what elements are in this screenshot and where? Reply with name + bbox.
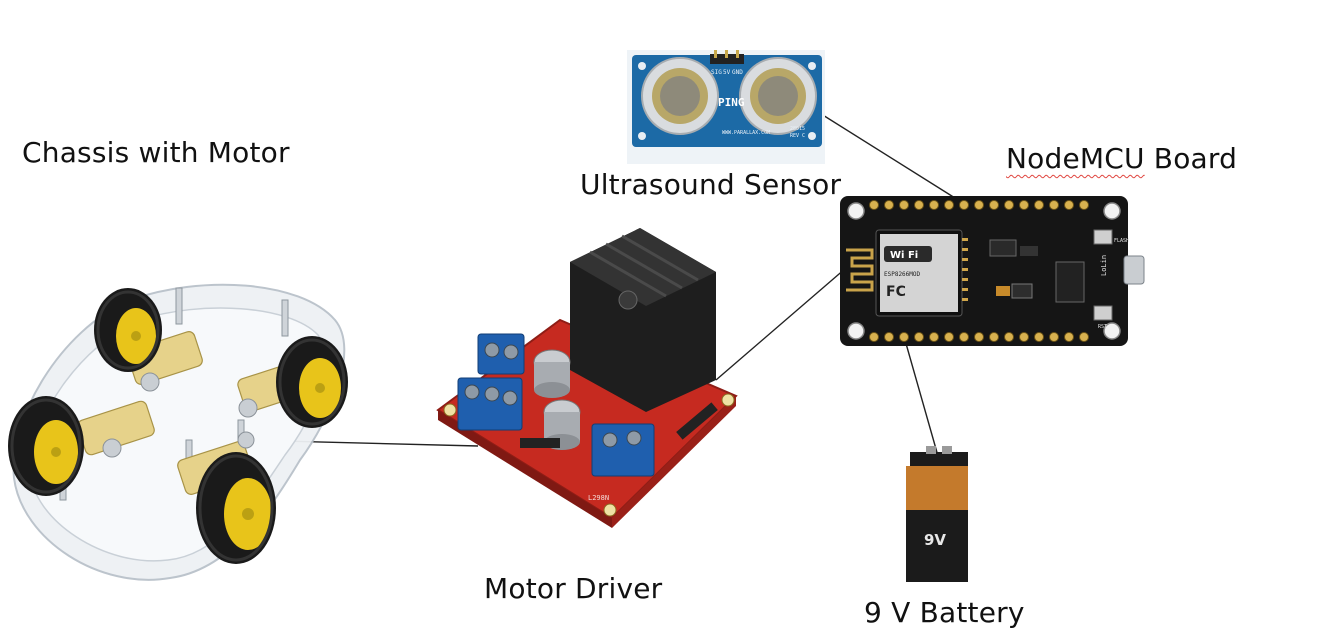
- driver-code-text: L298N: [588, 494, 609, 502]
- label-nodemcu-suffix: Board: [1144, 142, 1238, 175]
- esp-model-text: ESP8266MOD: [884, 271, 921, 278]
- sensor-rev-text: REV C: [790, 133, 805, 139]
- nodemcu-pin-pad: [1064, 200, 1074, 210]
- label-9v-battery: 9 V Battery: [864, 596, 1025, 629]
- motor-driver-image: L298N: [436, 228, 738, 528]
- nodemcu-pin-pad: [989, 332, 999, 342]
- nodemcu-pin-pad: [959, 200, 969, 210]
- nodemcu-board-image: Wi Fi ESP8266MOD FC FLASH RST LoLin: [840, 196, 1145, 346]
- board-brand-label: LoLin: [1100, 255, 1108, 276]
- wire-nodemcu-to-battery: [904, 339, 939, 457]
- sensor-brand-text: PING: [718, 96, 745, 109]
- nodemcu-pin-pad: [1079, 332, 1089, 342]
- ultrasound-sensor-image: SIG 5V GND PING WWW.PARALLAX.COM 28015 R…: [627, 50, 825, 164]
- nodemcu-pin-pad: [974, 200, 984, 210]
- nodemcu-pin-pad: [869, 332, 879, 342]
- battery-voltage-text: 9V: [924, 531, 946, 549]
- driver-heatsink: [570, 228, 716, 412]
- nodemcu-pin-pad: [884, 332, 894, 342]
- board-rst-label: RST: [1098, 324, 1107, 330]
- sensor-part-text: 28015: [790, 126, 805, 132]
- nodemcu-pin-pad: [1034, 200, 1044, 210]
- nodemcu-pin-pad: [1049, 332, 1059, 342]
- label-motor-driver: Motor Driver: [484, 572, 663, 605]
- nodemcu-pin-pad: [884, 200, 894, 210]
- nodemcu-pin-pad: [1034, 332, 1044, 342]
- battery-image: 9V: [906, 446, 968, 582]
- chassis-wheels: [8, 288, 348, 564]
- label-ultrasound-sensor: Ultrasound Sensor: [580, 168, 842, 201]
- label-chassis-with-motor: Chassis with Motor: [22, 136, 290, 169]
- sensor-pin-label-sig: SIG: [711, 69, 722, 76]
- board-flash-label: FLASH: [1114, 238, 1129, 244]
- nodemcu-pin-pad: [929, 332, 939, 342]
- nodemcu-pin-pad: [914, 200, 924, 210]
- label-nodemcu-board: NodeMCU Board: [1006, 142, 1237, 175]
- nodemcu-pin-pad: [929, 200, 939, 210]
- svg-text:FC: FC: [886, 284, 906, 300]
- nodemcu-pin-pad: [959, 332, 969, 342]
- sensor-pin-label-5v: 5V: [723, 69, 731, 76]
- nodemcu-pin-pad: [944, 332, 954, 342]
- nodemcu-pin-pad: [1019, 332, 1029, 342]
- nodemcu-pin-pad: [914, 332, 924, 342]
- nodemcu-pin-pad: [1079, 200, 1089, 210]
- sensor-pin-label-gnd: GND: [732, 69, 743, 76]
- nodemcu-pin-pad: [1049, 200, 1059, 210]
- nodemcu-bottom-pins: [869, 332, 1089, 342]
- nodemcu-pin-pad: [944, 200, 954, 210]
- wire-driver-to-nodemcu: [715, 267, 847, 381]
- sensor-site-text: WWW.PARALLAX.COM: [722, 130, 770, 136]
- nodemcu-pin-pad: [899, 200, 909, 210]
- wire-sensor-to-nodemcu: [817, 111, 956, 199]
- nodemcu-pin-pad: [989, 200, 999, 210]
- driver-screw-terminals: [457, 333, 655, 477]
- nodemcu-pin-pad: [1004, 200, 1014, 210]
- nodemcu-pin-pad: [899, 332, 909, 342]
- nodemcu-top-pins: [869, 200, 1089, 210]
- chassis-with-motor-image: [8, 283, 348, 581]
- nodemcu-pin-pad: [1019, 200, 1029, 210]
- nodemcu-pin-pad: [974, 332, 984, 342]
- nodemcu-pin-pad: [1004, 332, 1014, 342]
- label-nodemcu-word: NodeMCU: [1006, 142, 1145, 175]
- nodemcu-pin-pad: [869, 200, 879, 210]
- nodemcu-pin-pad: [1064, 332, 1074, 342]
- esp-wifi-logo-text: Wi Fi: [890, 250, 918, 261]
